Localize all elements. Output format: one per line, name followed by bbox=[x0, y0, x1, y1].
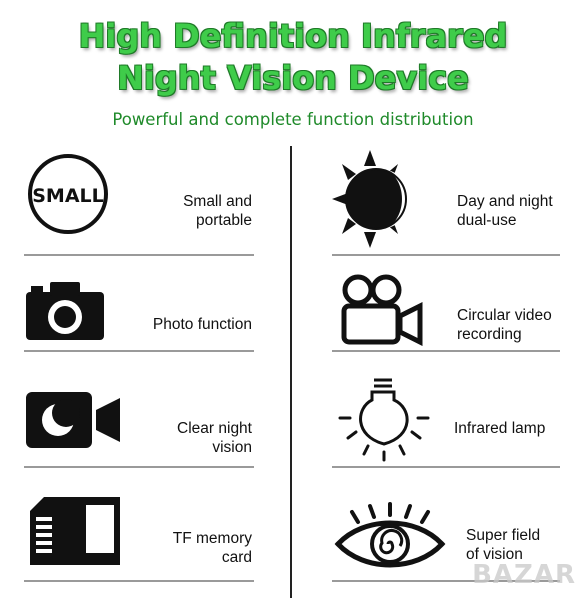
sd-card-icon bbox=[30, 497, 120, 565]
night-camera-icon bbox=[26, 392, 120, 448]
row-divider bbox=[332, 350, 560, 352]
label-tf-card: TF memory card bbox=[172, 530, 252, 566]
eye-icon bbox=[334, 502, 446, 568]
watermark: BAZAR bbox=[472, 560, 576, 590]
video-camera-icon bbox=[341, 274, 423, 346]
subtitle: Powerful and complete function distribut… bbox=[112, 110, 474, 129]
label-infrared-lamp: Infrared lamp bbox=[454, 420, 546, 437]
row-divider bbox=[24, 350, 254, 352]
row-divider bbox=[332, 580, 560, 582]
label-night-vision: Clear night vision bbox=[177, 420, 252, 456]
light-bulb-icon bbox=[338, 378, 430, 462]
label-video: Circular video recording bbox=[457, 307, 552, 343]
title-line-1: High Definition Infrared bbox=[78, 17, 508, 55]
small-badge-text: SMALL bbox=[32, 185, 104, 207]
label-field-of-view: Super field of vision bbox=[466, 527, 541, 563]
small-badge-icon: SMALL bbox=[28, 154, 108, 234]
vertical-divider bbox=[290, 146, 292, 598]
sun-moon-icon bbox=[332, 150, 410, 248]
title-line-2: Night Vision Device bbox=[117, 59, 469, 97]
row-divider bbox=[332, 466, 560, 468]
label-photo: Photo function bbox=[152, 316, 252, 333]
label-small-portable: Small and portable bbox=[183, 193, 252, 229]
row-divider bbox=[24, 254, 254, 256]
camera-icon bbox=[26, 282, 104, 340]
label-day-night: Day and night dual-use bbox=[457, 193, 553, 229]
row-divider bbox=[24, 466, 254, 468]
row-divider bbox=[24, 580, 254, 582]
row-divider bbox=[332, 254, 560, 256]
